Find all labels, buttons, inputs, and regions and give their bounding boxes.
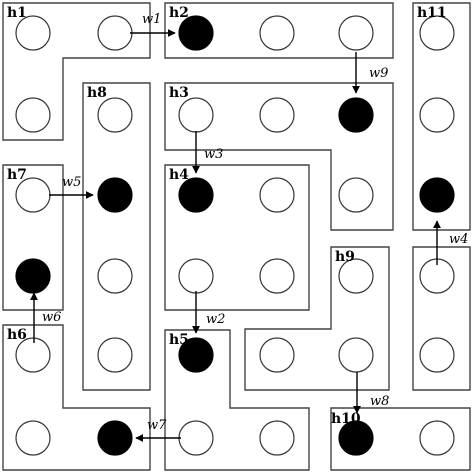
region-label-h11: h11 [417,5,447,21]
empty-node-r1-c3 [259,97,295,133]
region-outlines [2,2,471,471]
arrow-labels: w1 w2 w3 w4 w5 w6 w7 w8 w9 [42,12,468,433]
empty-node-r0-c1 [97,15,133,51]
empty-node-r4-c1 [97,337,133,373]
region-label-h6: h6 [7,327,27,343]
region-label-h7: h7 [7,167,27,183]
region-h1 [2,2,151,141]
region-label-h9: h9 [335,249,355,265]
filled-node-r2-c5 [419,177,455,213]
empty-node-r3-c3 [259,258,295,294]
arrow-label-w3: w3 [204,147,223,162]
empty-node-r0-c3 [259,15,295,51]
region-h11 [412,2,471,231]
empty-node-r5-c2 [178,420,214,456]
empty-node-r4-c3 [259,337,295,373]
arrows [30,29,441,442]
region-lower-right [412,246,471,391]
empty-node-r0-c0 [15,15,51,51]
region-h7 [2,164,64,311]
filled-node-r0-c2 [178,15,214,51]
empty-node-r2-c0 [15,177,51,213]
region-label-h5: h5 [169,332,189,348]
empty-node-r2-c4 [338,177,374,213]
filled-node-r4-c2 [178,337,214,373]
arrow-label-w5: w5 [62,175,81,190]
arrow-label-w1: w1 [142,12,161,27]
arrow-label-w7: w7 [147,418,167,433]
empty-node-r5-c5 [419,420,455,456]
empty-node-r5-c3 [259,420,295,456]
empty-node-r1-c1 [97,97,133,133]
node-grid [15,15,455,456]
empty-node-r3-c1 [97,258,133,294]
region-labels: h1 h2 h3 h4 h5 h6 h7 h8 h9 h10 h11 [7,5,447,427]
filled-node-r1-c4 [338,97,374,133]
empty-node-r3-c2 [178,258,214,294]
region-h2 [164,2,394,59]
empty-node-r3-c4 [338,258,374,294]
region-label-h10: h10 [331,411,361,427]
arrow-label-w6: w6 [42,310,61,325]
filled-node-r5-c1 [97,420,133,456]
region-h9 [244,246,390,391]
region-label-h4: h4 [169,167,189,183]
empty-node-r4-c5 [419,337,455,373]
empty-node-r5-c0 [15,420,51,456]
region-h4 [164,164,310,311]
filled-node-r2-c1 [97,177,133,213]
arrow-label-w2: w2 [206,312,225,327]
region-label-h8: h8 [87,85,107,101]
arrow-label-w9: w9 [369,66,388,81]
filled-node-r3-c0 [15,258,51,294]
empty-node-r1-c0 [15,97,51,133]
filled-node-r5-c4 [338,420,374,456]
region-h10 [330,407,471,471]
empty-node-r1-c5 [419,97,455,133]
empty-node-r2-c3 [259,177,295,213]
empty-node-r1-c2 [178,97,214,133]
region-h5 [164,329,310,471]
empty-node-r0-c5 [419,15,455,51]
region-label-h3: h3 [169,85,189,101]
empty-node-r4-c4 [338,337,374,373]
region-h8 [82,82,151,391]
filled-node-r2-c2 [178,177,214,213]
region-h3 [164,82,394,231]
empty-node-r0-c4 [338,15,374,51]
arrow-label-w4: w4 [449,232,468,247]
arrow-label-w8: w8 [370,394,389,409]
empty-node-r4-c0 [15,337,51,373]
region-label-h2: h2 [169,5,189,21]
region-label-h1: h1 [7,5,27,21]
region-h6 [2,324,151,471]
